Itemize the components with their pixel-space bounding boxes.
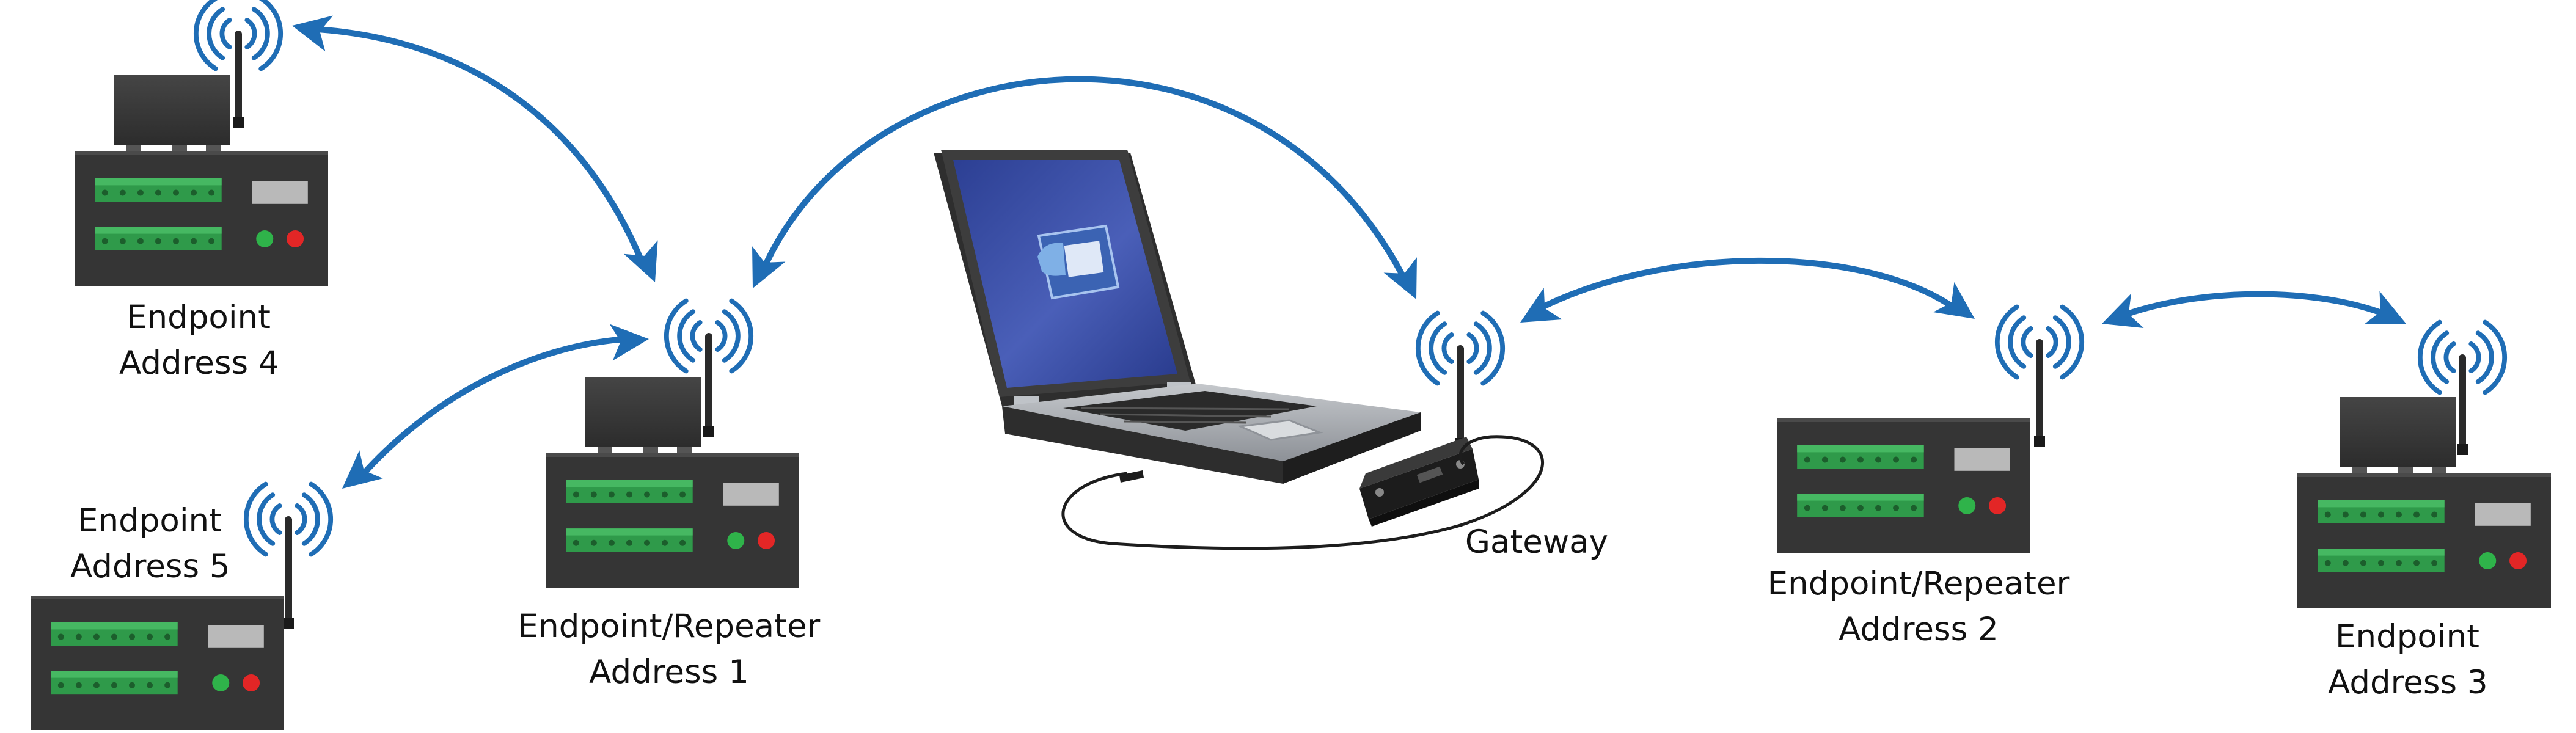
repeater-2-device	[1777, 304, 2084, 553]
software-window-icon	[1037, 224, 1120, 300]
laptop	[934, 150, 1421, 484]
keyboard	[1063, 391, 1317, 431]
led-green	[1958, 497, 1976, 514]
arrow-icon	[2364, 291, 2406, 324]
arrow-icon	[292, 15, 333, 52]
gateway-antenna	[1416, 310, 1505, 449]
wifi-wave-icon	[1416, 310, 1505, 386]
terminal-strip	[1797, 445, 1924, 469]
display-panel	[2475, 503, 2531, 526]
arrow-icon	[1933, 282, 1975, 319]
wifi-wave-icon	[1995, 304, 2084, 380]
display-panel	[1954, 448, 2010, 471]
wifi-wave-icon	[194, 0, 283, 71]
led-green	[256, 230, 274, 247]
led-red	[758, 532, 775, 549]
led-red	[1989, 497, 2007, 514]
terminal-strip	[566, 528, 693, 552]
link-endpoint4-repeater1	[315, 26, 648, 272]
led-green	[2479, 552, 2497, 569]
led-green	[727, 532, 745, 549]
antenna-icon	[283, 516, 294, 629]
display-panel	[252, 181, 308, 204]
arrow-icon	[623, 240, 658, 282]
led-red	[243, 674, 260, 691]
terminal-strip	[95, 178, 222, 202]
endpoint-3-device	[2297, 319, 2551, 608]
terminal-strip	[51, 622, 178, 646]
wifi-wave-icon	[244, 481, 333, 557]
link-gateway-repeater2	[1531, 257, 1958, 315]
display-panel	[723, 483, 779, 506]
led-red	[2509, 552, 2527, 569]
wifi-wave-icon	[2418, 319, 2507, 395]
repeater-1-device	[546, 298, 799, 588]
arrow-icon	[1520, 288, 1562, 323]
gateway-cable	[1061, 435, 1545, 550]
led-green	[212, 674, 230, 691]
wifi-wave-icon	[664, 298, 753, 374]
arrow-icon	[1383, 257, 1417, 299]
antenna-icon	[703, 333, 714, 437]
endpoint-5-device	[31, 481, 333, 730]
arrow-icon	[609, 324, 649, 361]
antenna-icon	[233, 31, 244, 128]
antenna-icon	[2457, 354, 2468, 455]
led-red	[287, 230, 304, 247]
antenna-icon	[1455, 345, 1466, 449]
terminal-strip	[51, 671, 178, 695]
link-repeater2-endpoint3	[2117, 291, 2389, 319]
touchpad	[1237, 419, 1323, 441]
arrow-icon	[342, 450, 383, 489]
gateway-modem-icon	[1359, 437, 1479, 527]
terminal-strip	[2318, 549, 2445, 572]
endpoint-4-device	[75, 0, 328, 286]
antenna-icon	[2034, 339, 2045, 447]
link-endpoint5-repeater1	[364, 336, 629, 473]
terminal-strip	[1797, 494, 1924, 517]
display-panel	[208, 625, 264, 648]
link-repeater1-gateway	[761, 76, 1405, 278]
arrow-icon	[2102, 293, 2144, 328]
terminal-strip	[2318, 500, 2445, 523]
terminal-strip	[95, 227, 222, 250]
arrow-icon	[752, 246, 786, 288]
label-gateway: Gateway	[1465, 523, 1609, 561]
terminal-strip	[566, 480, 693, 503]
link-arrows	[292, 15, 2406, 489]
